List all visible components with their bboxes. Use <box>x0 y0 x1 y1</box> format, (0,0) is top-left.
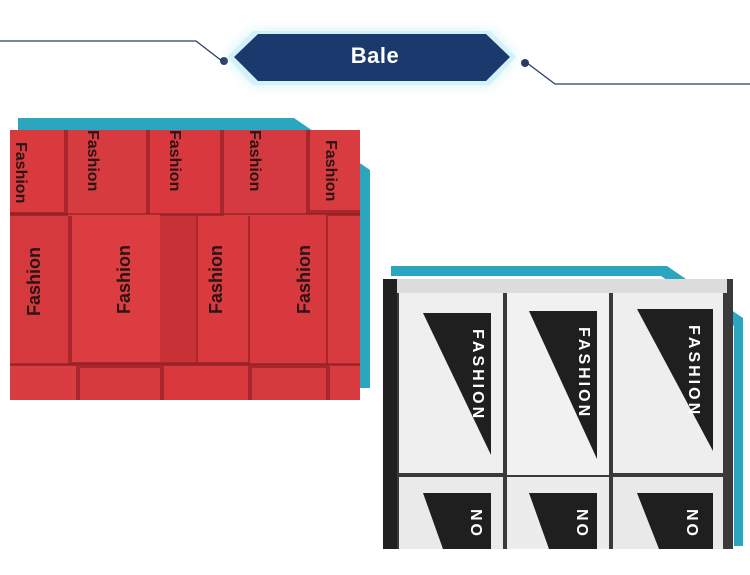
right-line-dot <box>521 59 529 67</box>
svg-text:NO: NO <box>683 509 700 539</box>
left-line-dot <box>220 57 228 65</box>
svg-text:Fashion: Fashion <box>166 130 183 191</box>
banner-shape <box>234 34 510 81</box>
white-boxes-photo: FASHION FASHION FASHION NO NO NO <box>383 279 733 549</box>
red-boxes-image: Fashion Fashion Fashion Fashion Fashion … <box>10 130 360 400</box>
svg-text:NO: NO <box>573 509 590 539</box>
svg-text:Fashion: Fashion <box>114 245 134 314</box>
red-boxes-photo: Fashion Fashion Fashion Fashion Fashion … <box>10 130 360 400</box>
svg-text:Fashion: Fashion <box>206 245 226 314</box>
svg-text:Fashion: Fashion <box>12 142 29 203</box>
right-decorative-line <box>526 62 750 85</box>
white-boxes-image: FASHION FASHION FASHION NO NO NO <box>383 279 733 549</box>
svg-text:Fashion: Fashion <box>294 245 314 314</box>
header-banner <box>0 31 750 85</box>
svg-text:FASHION: FASHION <box>575 327 592 419</box>
svg-text:NO: NO <box>467 509 484 539</box>
svg-text:Fashion: Fashion <box>322 140 339 201</box>
left-decorative-line <box>0 40 223 62</box>
svg-text:Fashion: Fashion <box>84 130 101 191</box>
svg-text:FASHION: FASHION <box>469 329 486 421</box>
svg-text:FASHION: FASHION <box>685 325 702 417</box>
page-title: Bale <box>350 43 400 68</box>
svg-text:Fashion: Fashion <box>246 130 263 191</box>
svg-text:Fashion: Fashion <box>24 247 44 316</box>
